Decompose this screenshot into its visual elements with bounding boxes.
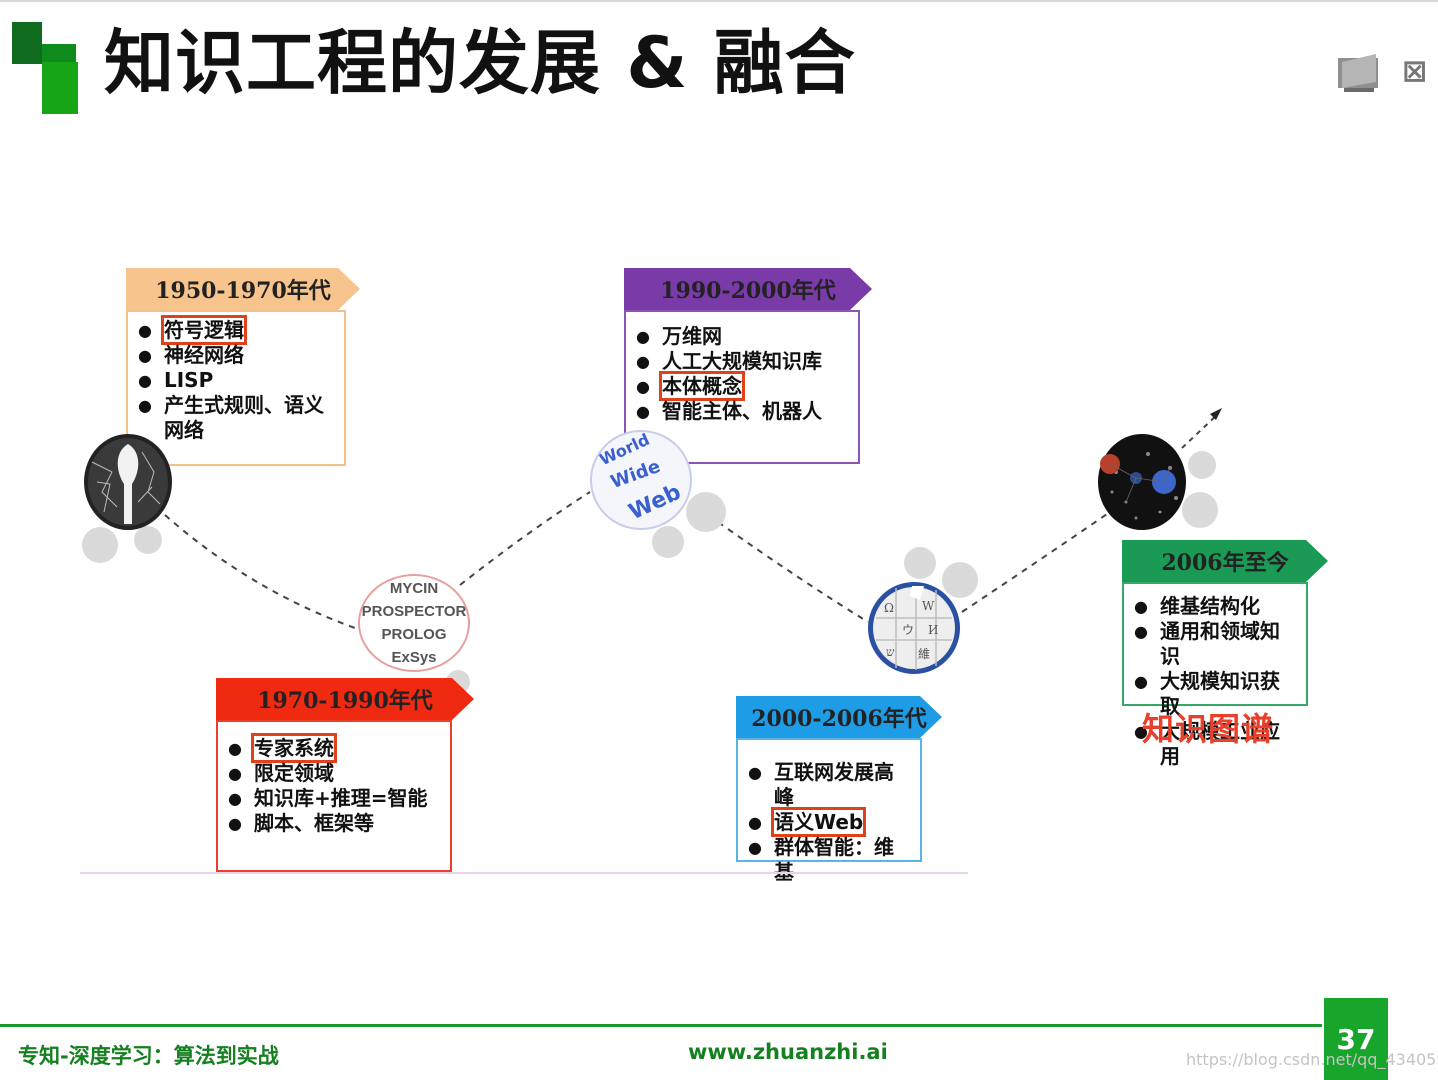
era-item: 专家系统 [228, 733, 440, 763]
svg-text:維: 維 [918, 647, 930, 661]
era-item: 通用和领域知识 [1134, 619, 1296, 669]
expert-system-name: PROSPECTOR [361, 603, 467, 620]
svg-text:ウ: ウ [902, 623, 914, 637]
svg-text:Ω: Ω [884, 601, 894, 615]
era-item: LISP [138, 368, 334, 393]
era-item: 本体概念 [636, 371, 848, 401]
era-item: 大规模知识获取 [1134, 669, 1296, 719]
era-box-1970: 1970-1990年代 专家系统 限定领域 知识库+推理=智能 脚本、框架等 [216, 678, 474, 872]
top-border [0, 0, 1438, 2]
era-item: 限定领域 [228, 761, 440, 786]
era-item: 互联网发展高峰 [748, 760, 910, 810]
era-item: 产生式规则、语义网络 [138, 393, 334, 443]
era-box-1990: 1990-2000年代 万维网 人工大规模知识库 本体概念 智能主体、机器人 [624, 268, 872, 464]
era-item: 知识库+推理=智能 [228, 786, 440, 811]
era-header: 1990-2000年代 [624, 268, 872, 310]
logo-block-light [42, 62, 78, 114]
logo-block-mid [42, 44, 76, 62]
era-body: 符号逻辑 神经网络 LISP 产生式规则、语义网络 [126, 310, 346, 466]
knowledge-graph-image [1098, 434, 1186, 530]
logo-block-dark [12, 22, 42, 64]
next-slide-icon[interactable]: ⊠ [1402, 54, 1428, 89]
era-body: 专家系统 限定领域 知识库+推理=智能 脚本、框架等 [216, 720, 452, 872]
page-number: 37 [1324, 998, 1388, 1080]
era-box-1950: 1950-1970年代 符号逻辑 神经网络 LISP 产生式规则、语义网络 [126, 268, 360, 466]
era-item: 大规模工业应用 [1134, 719, 1296, 769]
era-item: 维基结构化 [1134, 594, 1296, 619]
knowledge-graph-label: 知识图谱 [1142, 710, 1275, 748]
era-item: 群体智能：维基 [748, 835, 910, 885]
expert-systems-circle: MYCIN PROSPECTOR PROLOG ExSys [358, 574, 470, 672]
expert-system-name: PROLOG [381, 626, 447, 643]
book-icon[interactable] [1336, 48, 1384, 96]
neural-brain-image [84, 434, 172, 530]
svg-text:W: W [922, 599, 935, 613]
slide-title: 知识工程的发展 & 融合 [104, 22, 856, 104]
era-box-2006: 2006年至今 维基结构化 通用和领域知识 大规模知识获取 大规模工业应用 [1122, 540, 1328, 768]
highlighted-term: 语义Web [770, 807, 867, 837]
era-item: 人工大规模知识库 [636, 349, 848, 374]
era-body: 维基结构化 通用和领域知识 大规模知识获取 大规模工业应用 [1122, 582, 1308, 768]
highlighted-term: 本体概念 [659, 371, 745, 401]
era-item: 符号逻辑 [138, 315, 334, 345]
footer-course-name: 专知-深度学习：算法到实战 [18, 1044, 279, 1068]
svg-text:ש: ש [886, 645, 895, 659]
era-header: 2006年至今 [1122, 540, 1328, 582]
era-header: 1950-1970年代 [126, 268, 360, 310]
baseline-divider [80, 872, 968, 874]
era-body: 互联网发展高峰 语义Web 群体智能：维基 [736, 738, 922, 884]
era-item: 万维网 [636, 324, 848, 349]
era-item: 语义Web [748, 807, 910, 837]
era-item: 神经网络 [138, 343, 334, 368]
highlighted-term: 符号逻辑 [161, 315, 247, 345]
expert-system-name: ExSys [391, 649, 437, 666]
footer-website[interactable]: www.zhuanzhi.ai [688, 1040, 888, 1064]
era-item: 脚本、框架等 [228, 811, 440, 836]
era-header: 2000-2006年代 [736, 696, 942, 738]
era-box-2000: 2000-2006年代 互联网发展高峰 语义Web 群体智能：维基 [736, 696, 942, 884]
era-item: 智能主体、机器人 [636, 399, 848, 424]
footer-divider [0, 1024, 1322, 1027]
svg-text:И: И [928, 623, 938, 637]
watermark-text: https://blog.csdn.net/qq_43405938 [1186, 1050, 1438, 1069]
era-header: 1970-1990年代 [216, 678, 474, 720]
expert-system-name: MYCIN [389, 580, 439, 597]
highlighted-term: 专家系统 [251, 733, 337, 763]
www-circle: World Wide Web [590, 430, 692, 530]
